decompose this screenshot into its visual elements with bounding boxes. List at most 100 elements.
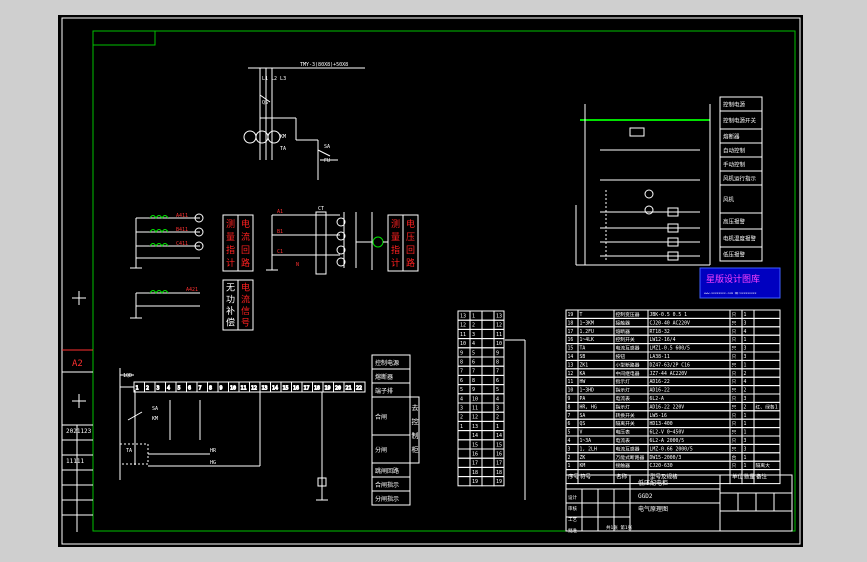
bom-cell-text: 11 — [568, 379, 574, 385]
bom-cell-text: 只 — [732, 413, 737, 419]
sheet-size-label: A2 — [72, 359, 83, 369]
block-char: 测 — [226, 219, 235, 230]
bom-cell-text: 5 — [568, 430, 571, 436]
small-cell-text: 15 — [472, 442, 478, 448]
bom-cell-text: 1~3HD — [580, 388, 595, 394]
side-row-label: 合闸 — [375, 413, 387, 421]
terminal-hg-label: HG — [210, 460, 216, 466]
terminal-number: 3 — [157, 386, 160, 392]
current-label-a: A411 — [176, 213, 188, 219]
control-circuit — [575, 104, 711, 266]
bom-cell-text: HW — [580, 379, 586, 385]
bom-cell-text: HR, HG — [580, 404, 597, 410]
strip-row-text: 2021123 — [66, 428, 92, 435]
bom-cell-text: 3 — [744, 396, 747, 402]
bom-cell-text: 台 — [732, 454, 737, 461]
side-row-label: 跳闸回路 — [375, 467, 399, 475]
small-cell-text: 2 — [460, 415, 463, 421]
bom-cell-text: 只 — [732, 312, 737, 318]
legend-label: 风机运行指示 — [723, 175, 757, 183]
voltage-label-n: N — [296, 262, 299, 268]
small-cell-text: 8 — [472, 378, 475, 384]
small-cell-text: 18 — [472, 470, 478, 476]
bom-cell-text: 电流互感器 — [616, 345, 640, 352]
block-char: 流 — [241, 231, 250, 243]
small-cell-text: 3 — [472, 332, 475, 338]
bom-cell-text: 1.2FU — [580, 329, 595, 335]
bom-cell-text: 只 — [732, 379, 737, 385]
small-cell-text: 13 — [472, 424, 478, 430]
bom-header: 数量 — [744, 473, 756, 481]
bom-cell-text: RT18-32 — [650, 329, 670, 335]
current-label-b: B411 — [176, 227, 188, 233]
small-cell-text: 6 — [496, 378, 499, 384]
side-row-label: 分闸 — [375, 446, 387, 454]
terminal-number: 8 — [209, 386, 212, 392]
small-cell-text: 3 — [496, 406, 499, 412]
small-cell-text: 3 — [460, 406, 463, 412]
bom-cell-text: JZ7-44 AC220V — [650, 371, 688, 377]
legend-label: 低压报警 — [723, 251, 746, 259]
small-cell-text: 7 — [496, 369, 499, 375]
bom-cell-text: 万能式断路器 — [616, 454, 645, 461]
bom-cell-text: 指示灯 — [616, 378, 631, 385]
side-row — [371, 490, 411, 506]
bom-cell-text: 红、绿各1 — [756, 403, 778, 410]
small-cell-text: 17 — [496, 461, 502, 467]
bom-cell-text: 19 — [568, 312, 574, 318]
legend-label: 高压报警 — [723, 218, 746, 226]
legend-label: 自动控制 — [723, 147, 746, 155]
block-char: 回 — [241, 245, 250, 256]
bom-cell-text: LMZ1-0.5 600/5 — [650, 346, 691, 352]
km-label: KM — [280, 134, 286, 140]
small-cell-text: 16 — [472, 452, 478, 458]
terminal-hr-label: HR — [210, 448, 217, 454]
bom-cell-text: 2 — [744, 388, 747, 394]
bom-cell-text: 1 — [744, 421, 747, 427]
bom-cell-text: 2 — [744, 404, 747, 410]
bom-cell-text: 6L2-A 2000/5 — [650, 438, 685, 444]
small-cell-text: 12 — [496, 323, 502, 329]
terminal-number: 13 — [262, 386, 268, 392]
fu-label: FU — [324, 158, 330, 164]
bom-header-cell — [753, 469, 781, 485]
bom-cell-text: 控制开关 — [616, 336, 635, 343]
small-cell-text: 1 — [496, 424, 499, 430]
bom-cell-text: KM — [580, 463, 586, 469]
title-line2: GGD2 — [638, 493, 653, 500]
terminal-sa-label: SA — [152, 406, 158, 412]
side-row-label: 分闸指示 — [375, 495, 399, 503]
block-char: 压 — [406, 232, 415, 243]
block-char: 无 — [226, 283, 235, 294]
bom-cell-text: 3 — [744, 446, 747, 452]
small-cell-text: 12 — [472, 415, 478, 421]
terminal-number: 16 — [293, 386, 299, 392]
block-signal — [237, 279, 254, 331]
bom-cell-text: 只 — [732, 404, 737, 410]
bom-cell-text: 1 — [744, 455, 747, 461]
small-cell-text: 11 — [472, 406, 478, 412]
small-cell-text: 13 — [496, 314, 502, 320]
bom-cell-text: 只 — [732, 446, 737, 452]
side-right-char: 柜 — [412, 445, 419, 454]
bom-cell-text: 13 — [568, 362, 574, 368]
bom-cell-text: 只 — [732, 346, 737, 352]
small-cell-text: 6 — [472, 360, 475, 366]
bom-cell-text: 6 — [568, 421, 571, 427]
block-char: 电 — [241, 218, 250, 230]
bom-header: 名称 — [616, 473, 628, 481]
bom-cell-text: 6L2-A — [650, 396, 665, 402]
bom-cell-text: 1 — [568, 463, 571, 469]
bom-cell-text: 15 — [568, 346, 574, 352]
bom-cell-text: 只 — [732, 371, 737, 377]
bom-cell-text: 7 — [568, 413, 571, 419]
bom-cell-text: 1 — [744, 413, 747, 419]
bom-cell-text: LMZ-0.66 2000/5 — [650, 446, 693, 452]
bom-cell-text: 只 — [732, 337, 737, 343]
title-sheet: 共1张 第1张 — [606, 524, 633, 531]
bom-cell-text: 17 — [568, 329, 574, 335]
